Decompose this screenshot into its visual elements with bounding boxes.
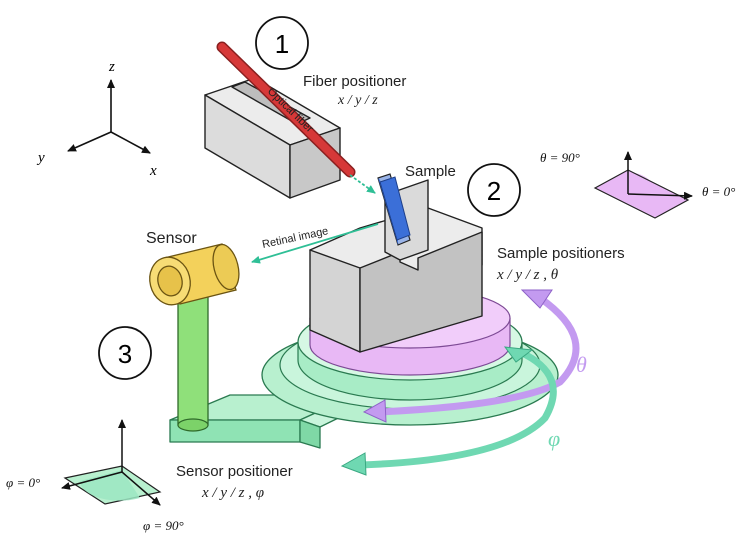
fiber-beam	[349, 174, 376, 194]
phi-rotation-arrow	[340, 346, 557, 476]
fiber-positioner-title: Fiber positioner	[303, 73, 406, 90]
theta-gauge	[593, 151, 693, 219]
sensor-positioner-axes: x / y / z , φ	[201, 485, 264, 501]
theta-90-label: θ = 90°	[540, 150, 580, 165]
theta-0-label: θ = 0°	[702, 184, 735, 199]
retinal-image-beam	[251, 223, 379, 264]
phi-90-label: φ = 90°	[143, 518, 184, 533]
phi-gauge	[61, 419, 162, 506]
badge-2-number: 2	[487, 176, 501, 206]
theta-rotation-arrow	[362, 289, 580, 423]
badge-2	[467, 163, 521, 217]
badge-3-number: 3	[118, 339, 132, 369]
z-axis-label: z	[108, 59, 115, 75]
sensor-camera	[149, 243, 240, 306]
sensor-post	[177, 283, 209, 432]
badge-3	[98, 326, 152, 380]
phi-0-label: φ = 0°	[6, 475, 40, 490]
sample-plate	[377, 173, 411, 246]
sample-positioners-title: Sample positioners	[497, 245, 625, 262]
phi-rotation-symbol: φ	[548, 426, 560, 451]
optical-fiber	[216, 41, 356, 178]
fiber-positioner-axes: x / y / z	[337, 93, 378, 108]
sample-positioners-axes: x / y / z , θ	[496, 267, 559, 283]
badge-1-number: 1	[275, 29, 289, 59]
xyz-axes	[67, 79, 151, 154]
x-axis-label: x	[149, 163, 157, 179]
badge-1	[255, 16, 309, 70]
sensor-positioner-title: Sensor positioner	[176, 463, 293, 480]
y-axis-label: y	[36, 150, 45, 166]
theta-rotation-symbol: θ	[576, 352, 587, 377]
sample-label: Sample	[405, 163, 456, 180]
sensor-label: Sensor	[146, 230, 197, 247]
